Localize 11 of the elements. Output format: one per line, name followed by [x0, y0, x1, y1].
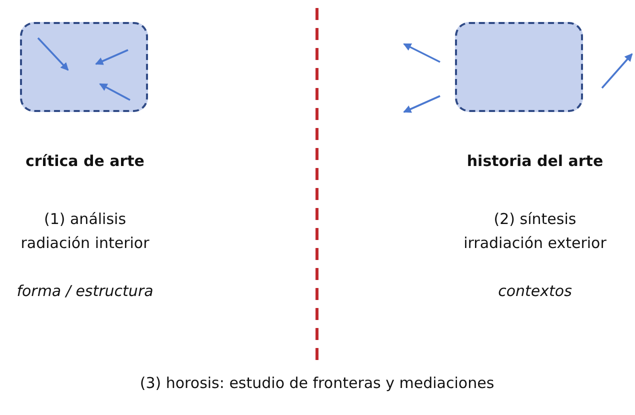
heading: historia del arte: [466, 152, 604, 170]
dashed-box: [20, 22, 148, 112]
dashed-box: [455, 22, 583, 112]
term: (2) síntesis: [494, 210, 576, 228]
term: (1) análisis: [44, 210, 126, 228]
heading: crítica de arte: [26, 152, 144, 170]
note: forma / estructura: [16, 282, 154, 300]
caption: (3) horosis: estudio de fronteras y mediaciones: [140, 374, 494, 392]
description: radiación interior: [20, 234, 150, 252]
description: irradiación exterior: [464, 234, 606, 252]
note: contextos: [498, 282, 572, 300]
